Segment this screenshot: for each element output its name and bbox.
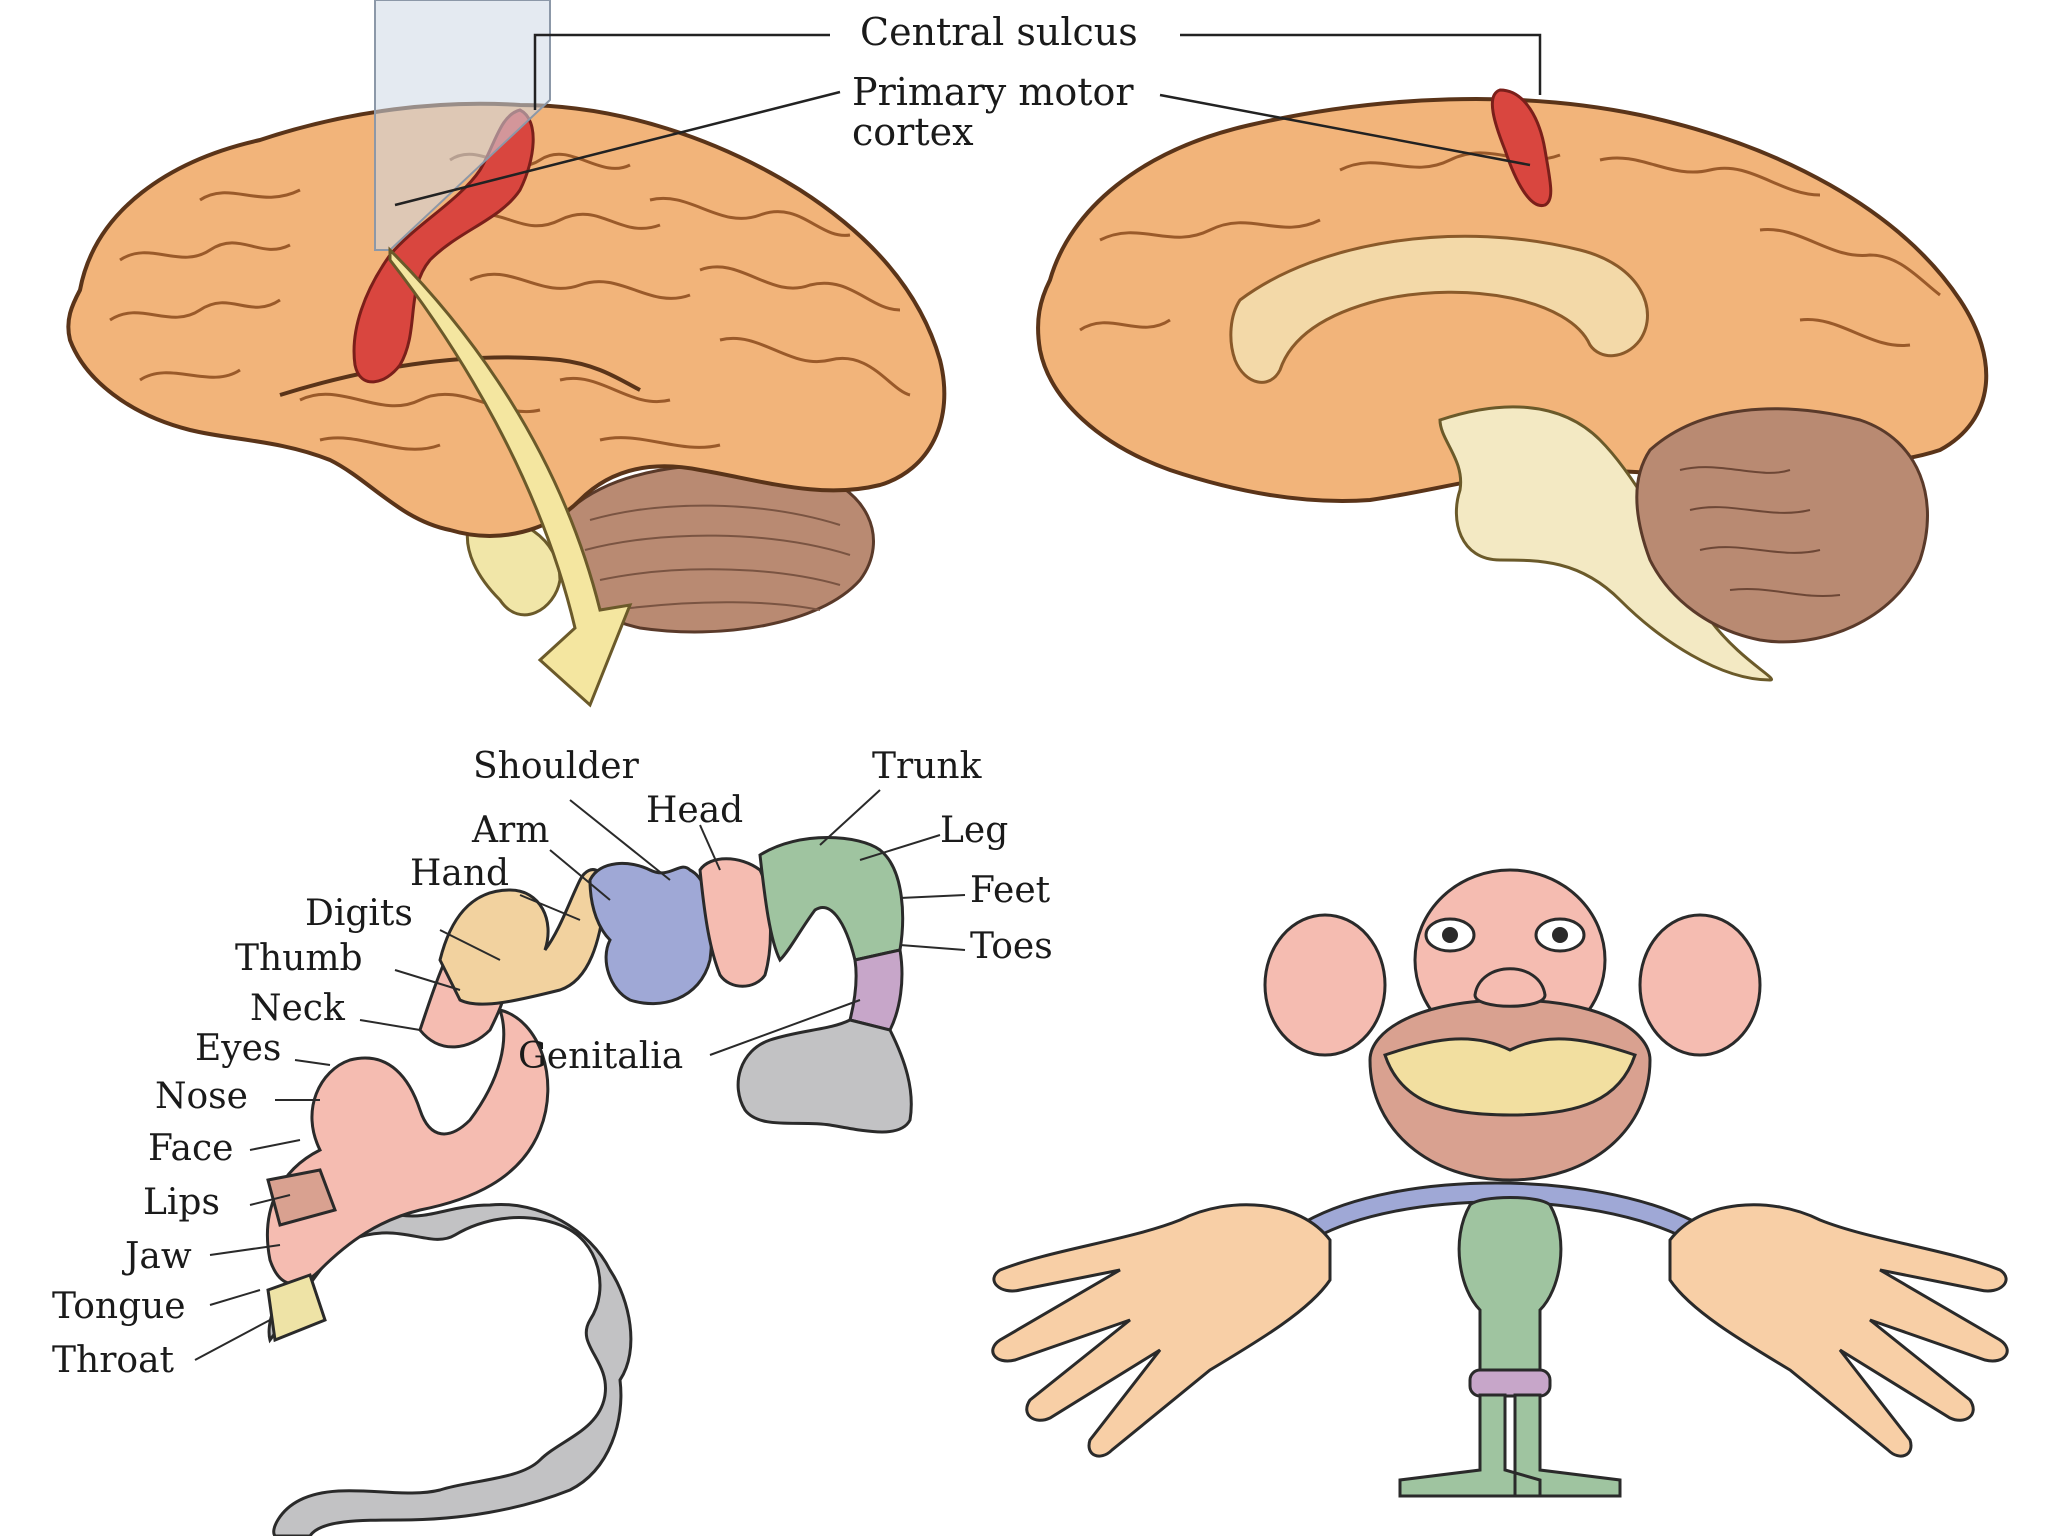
label-digits: Digits: [305, 893, 413, 934]
label-shoulder: Shoulder: [473, 746, 640, 787]
label-neck: Neck: [250, 988, 346, 1029]
label-arm: Arm: [471, 810, 549, 851]
primary-motor-label-line1: Primary motor: [852, 70, 1134, 114]
homunculus-right-hand: [1668, 1203, 2009, 1458]
region-trunk-leg: [758, 836, 905, 963]
central-sulcus-label: Central sulcus: [860, 10, 1138, 54]
label-trunk: Trunk: [872, 746, 983, 787]
region-throat: [266, 1273, 327, 1343]
primary-motor-label-line2: cortex: [852, 110, 974, 154]
label-genitalia: Genitalia: [518, 1036, 683, 1077]
region-gray-upper: [736, 1018, 913, 1134]
lateral-brain-view: [66, 0, 947, 708]
region-lips: [266, 1168, 337, 1227]
label-toes: Toes: [970, 926, 1053, 967]
homunculus-figure: [991, 868, 2009, 1498]
region-arm-shoulder: [588, 861, 714, 1006]
region-hand-digits: [438, 868, 608, 1006]
lateral-primary-motor-strip: [352, 108, 535, 384]
homunculus-leaders: [194, 789, 966, 1361]
homunculus-labels: Shoulder Trunk Head Arm Leg Hand Feet Di…: [52, 746, 1053, 1381]
homunculus-right-ear: [1638, 913, 1762, 1057]
homunculus-lips: [1383, 1037, 1637, 1117]
label-thumb: Thumb: [235, 938, 363, 979]
homunculus-left-hand: [991, 1203, 1332, 1458]
region-head: [698, 857, 772, 988]
label-head: Head: [646, 790, 743, 831]
motor-cortex-arrow: [388, 246, 633, 708]
label-hand: Hand: [410, 853, 509, 894]
medial-brain-view: [1036, 88, 1989, 682]
cortical-map: [265, 836, 913, 1536]
medial-brainstem: [1438, 405, 1774, 682]
homunculus-genitalia: [1468, 1368, 1552, 1398]
top-leader-lines: [394, 33, 1542, 207]
lower-gray-cortex: [267, 1202, 633, 1536]
label-nose: Nose: [155, 1076, 248, 1117]
homunculus-torso: [1457, 1196, 1563, 1382]
region-face-jaw: [265, 1007, 550, 1286]
medial-gyri: [1079, 151, 1941, 347]
label-lips: Lips: [143, 1182, 220, 1223]
label-face: Face: [148, 1128, 233, 1169]
label-throat: Throat: [52, 1340, 175, 1381]
homunculus-nose: [1473, 967, 1547, 1008]
slice-plane: [374, 0, 551, 251]
homunculus-legs: [1398, 1393, 1622, 1498]
label-jaw: Jaw: [121, 1236, 192, 1277]
corpus-callosum: [1229, 234, 1649, 384]
homunculus-left-ear: [1263, 913, 1387, 1057]
medial-primary-motor-strip: [1490, 88, 1553, 207]
label-eyes: Eyes: [195, 1028, 281, 1069]
label-tongue: Tongue: [52, 1286, 186, 1327]
label-feet: Feet: [970, 870, 1051, 911]
region-genitalia: [848, 948, 904, 1032]
label-leg: Leg: [940, 810, 1008, 851]
